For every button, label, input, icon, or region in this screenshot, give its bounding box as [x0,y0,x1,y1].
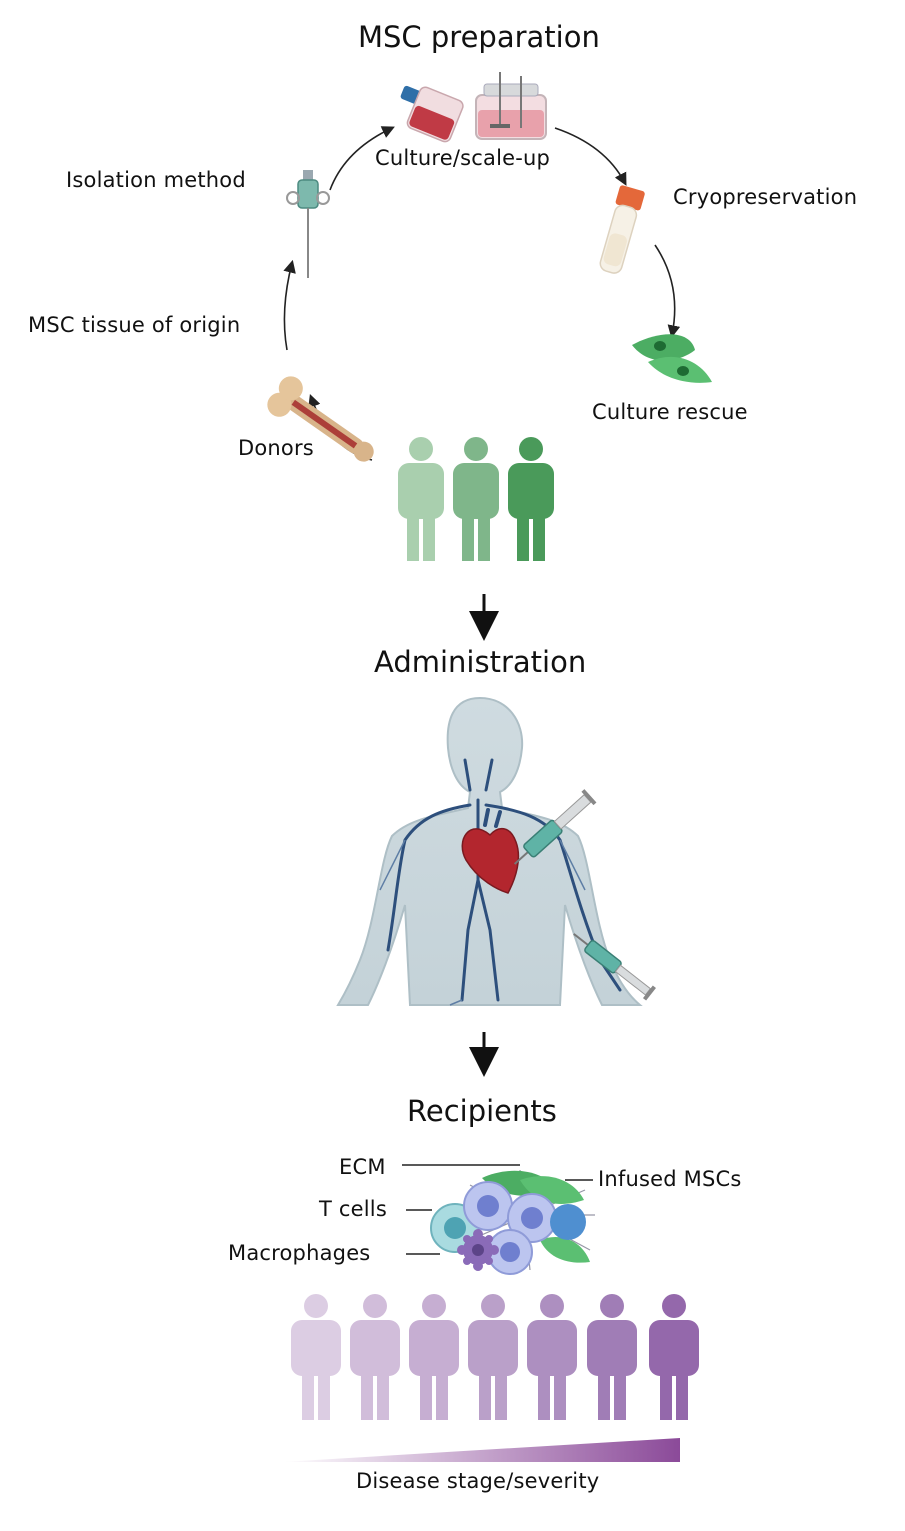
label-infused-mscs: Infused MSCs [598,1167,742,1191]
recipient-figure-1 [291,1294,341,1420]
donor-figure-2 [453,437,499,561]
recipient-figure-2 [350,1294,400,1420]
label-disease-severity: Disease stage/severity [356,1469,600,1493]
donor-figure-3 [508,437,554,561]
syringe-arm-icon [573,933,656,1001]
label-t-cells: T cells [319,1197,387,1221]
recipient-figure-4 [468,1294,518,1420]
cryovial-icon [599,185,645,274]
label-culture-scale-up: Culture/scale-up [375,146,551,170]
bone-icon [267,376,374,462]
syringe-chest-icon [513,789,597,865]
label-isolation-method: Isolation method [66,168,246,192]
label-culture-rescue: Culture rescue [592,400,748,424]
recipient-figure-6 [587,1294,637,1420]
label-leader-lines [402,1164,593,1255]
title-administration: Administration [374,645,587,679]
recipient-figures [291,1294,699,1420]
cell-cluster-icon [430,1169,595,1275]
label-cryopreservation: Cryopreservation [673,185,858,209]
label-msc-tissue-of-origin: MSC tissue of origin [28,313,241,337]
cycle-arrows [283,126,681,461]
donor-figure-1 [398,437,444,561]
label-ecm: ECM [339,1155,386,1179]
syringe-icon [286,170,330,278]
severity-gradient-wedge [282,1438,680,1462]
title-msc-preparation: MSC preparation [358,20,600,54]
donor-figures [398,437,554,561]
label-donors: Donors [238,436,314,460]
flask-icon [400,85,464,143]
recipient-figure-7 [649,1294,699,1420]
bioreactor-icon [475,72,547,140]
msc-cell-icon [632,334,712,383]
heart-icon [461,808,520,894]
recipient-figure-3 [409,1294,459,1420]
title-recipients: Recipients [407,1094,557,1128]
label-macrophages: Macrophages [228,1241,371,1265]
recipient-figure-5 [527,1294,577,1420]
